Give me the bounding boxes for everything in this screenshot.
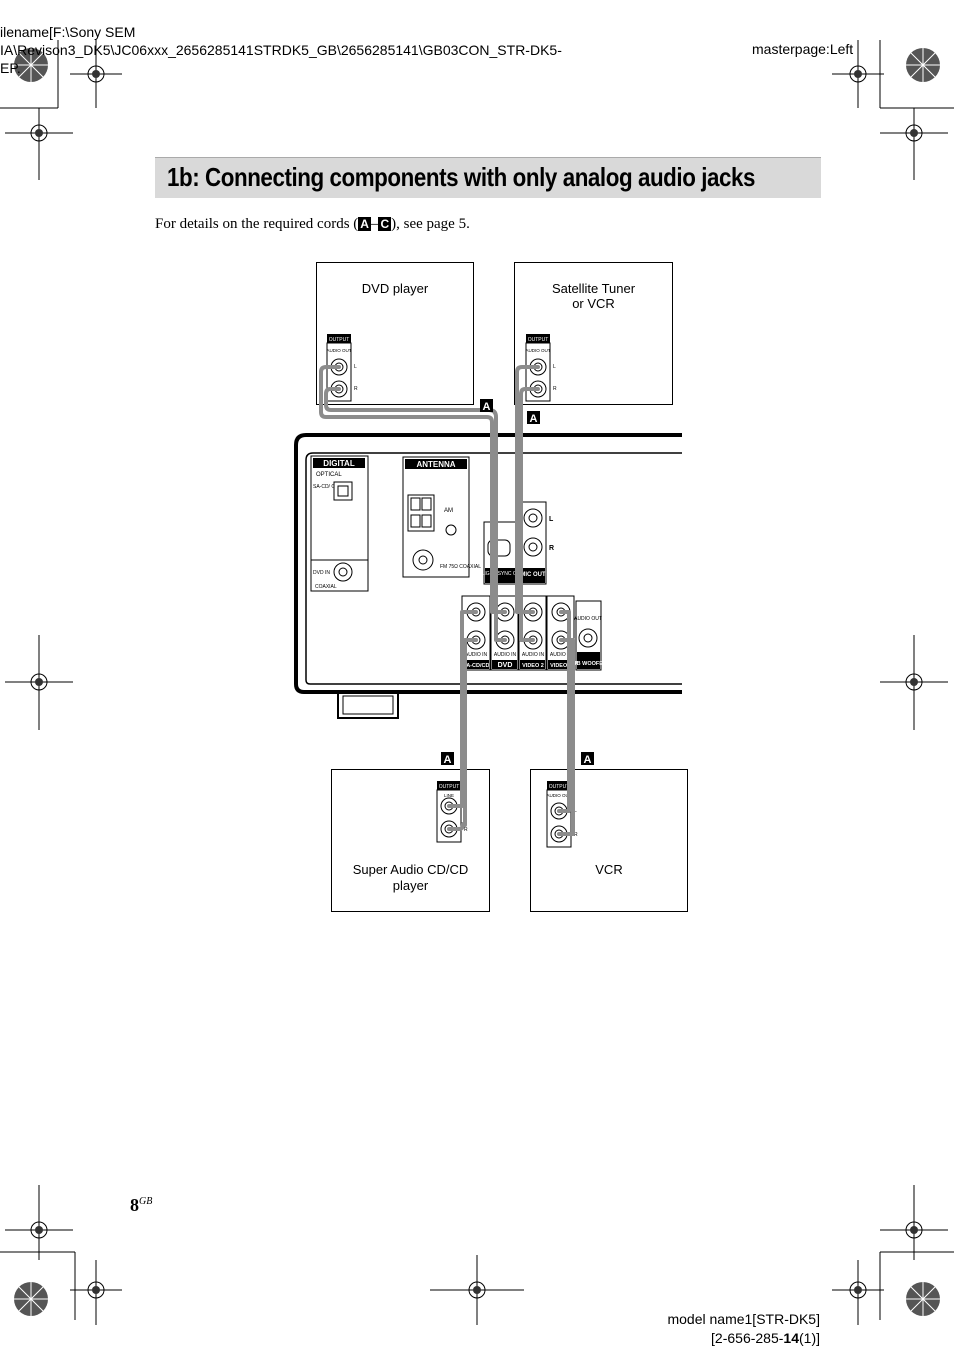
digital-label: DIGITAL <box>323 459 355 468</box>
page-number: 8GB <box>130 1195 152 1216</box>
sat-output-jacks: OUTPUT AUDIO OUT L R <box>525 334 557 402</box>
input-dvd-label: DVD <box>498 662 513 669</box>
sacd-jack-label: LINE <box>444 793 454 798</box>
section-title-bar: 1b: Connecting components with only anal… <box>155 157 821 198</box>
input-video2-label: VIDEO 2 <box>522 663 544 669</box>
cord-label-a: A <box>358 217 371 231</box>
cord-a-label-sacd: A <box>444 754 452 766</box>
dvd-player-label: DVD player <box>361 281 429 296</box>
dvd-l-label: L <box>354 364 357 370</box>
cord-a-label-vcr: A <box>584 754 592 766</box>
vcr-label: VCR <box>595 862 623 877</box>
sacd-output-panel-label: OUTPUT <box>439 784 460 790</box>
sacd-player-label-1: Super Audio CD/CD <box>352 862 469 877</box>
file-path-line-1: ilename[F:\Sony SEM <box>0 24 136 40</box>
mic-out-label: MIC OUT <box>520 572 546 578</box>
footer-code: [2-656-285-14(1)] <box>711 1329 820 1347</box>
intro-dash: – <box>370 216 379 232</box>
dvd-r-label: R <box>354 386 358 392</box>
vcr-jack-label: AUDIO OUT <box>546 793 571 798</box>
audio-in-label-3: AUDIO IN <box>522 652 545 658</box>
footer-code-bold: 14 <box>783 1330 799 1346</box>
vcr-r-label: R <box>574 832 578 838</box>
intro-text: For details on the required cords (A–C),… <box>155 216 470 233</box>
masterpage-label: masterpage:Left <box>752 41 854 57</box>
sacd-in-label: SA-CD/ CD IN <box>313 484 345 490</box>
cord-a-label-sat: A <box>530 413 538 425</box>
page-number-value: 8 <box>130 1195 139 1215</box>
satellite-tuner-label-1: Satellite Tuner <box>551 281 636 296</box>
sat-output-panel-label: OUTPUT <box>528 337 549 343</box>
cord-a-labels: A A A A <box>441 399 594 766</box>
subwoofer-label: SUB WOOFER <box>569 661 607 667</box>
sat-jack-label: AUDIO OUT <box>525 348 550 353</box>
sacd-r-label: R <box>464 827 468 833</box>
cord-label-c: C <box>378 217 392 231</box>
audio-cords <box>319 365 575 836</box>
dvd-output-panel-label: OUTPUT <box>329 337 350 343</box>
sub-audio-out-label: AUDIO OUT <box>574 616 602 622</box>
sat-r-label: R <box>553 386 557 392</box>
sacd-player-label-2: player <box>392 878 429 893</box>
file-path-line-2: IA\Revison3_DK5\JC06xxx_2656285141STRDK5… <box>0 42 562 58</box>
intro-after: ), see page 5. <box>391 216 470 232</box>
input-sacd-label: SA-CD/CD <box>463 663 490 669</box>
fm-label: FM 75Ω COAXIAL <box>440 564 481 570</box>
section-title: 1b: Connecting components with only anal… <box>167 162 756 192</box>
dvd-in-label: DVD IN <box>313 570 330 576</box>
input-video1-label: VIDEO 1 <box>550 663 572 669</box>
footer-code-pre: [2-656-285- <box>711 1330 784 1346</box>
audio-in-label-1: AUDIO IN <box>465 652 488 658</box>
footer-code-post: (1)] <box>799 1330 820 1346</box>
sat-l-label: L <box>553 364 556 370</box>
satellite-tuner-label-2: or VCR <box>572 296 615 311</box>
antenna-label: ANTENNA <box>416 460 455 469</box>
optical-label: OPTICAL <box>316 472 342 478</box>
footer-model: model name1[STR-DK5] <box>667 1311 820 1327</box>
dvd-jack-label: AUDIO OUT <box>326 348 351 353</box>
vcr-l-label: L <box>574 808 577 814</box>
vcr-output-panel-label: OUTPUT <box>549 784 570 790</box>
dvd-coaxial-label: COAXIAL <box>315 584 337 590</box>
audio-in-label-4: AUDIO IN <box>550 652 573 658</box>
page-number-suffix: GB <box>139 1196 153 1207</box>
audio-in-label-2: AUDIO IN <box>494 652 517 658</box>
am-label: AM <box>444 508 453 514</box>
intro-before: For details on the required cords ( <box>155 216 359 232</box>
dlight-label: D.LIGHT SYNC OUT <box>477 571 524 577</box>
file-path-line-3: EP. <box>0 60 21 76</box>
mic-l-label: L <box>549 516 554 523</box>
cord-a-label-dvd: A <box>483 401 491 413</box>
mic-r-label: R <box>549 545 554 552</box>
audio-input-jacks: AUDIO IN AUDIO IN AUDIO IN AUDIO IN AUDI… <box>461 595 607 671</box>
